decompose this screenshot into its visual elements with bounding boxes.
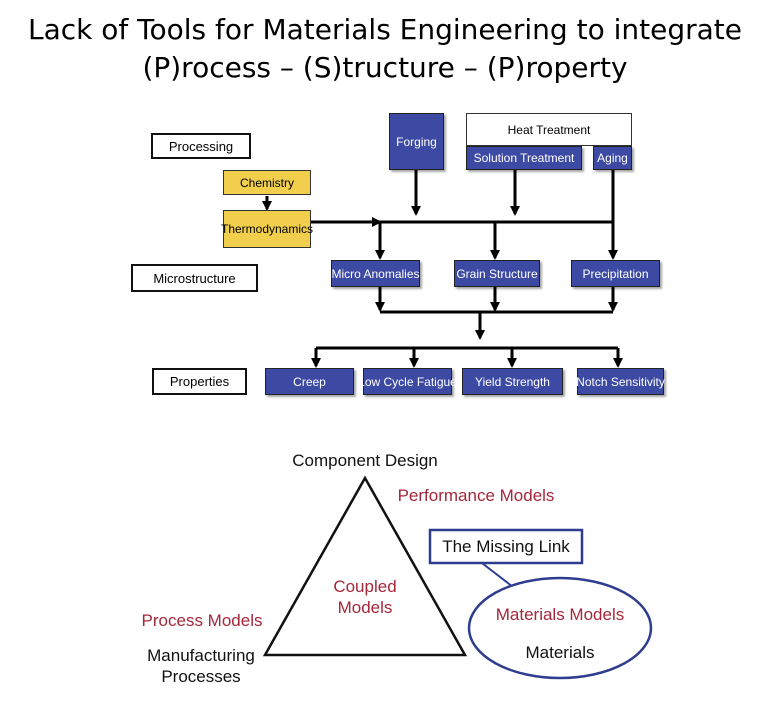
materials-models-label: Materials Models: [495, 605, 625, 624]
properties-label: Properties: [152, 368, 247, 395]
solution-treatment-box: Solution Treatment: [466, 146, 582, 170]
performance-models-label: Performance Models: [397, 486, 555, 505]
missing-link-connector: [477, 559, 514, 588]
chemistry-box: Chemistry: [223, 170, 311, 195]
component-design-label: Component Design: [292, 451, 438, 470]
process-models-label: Process Models: [141, 611, 263, 630]
heat-treatment-box: Heat Treatment: [466, 113, 632, 146]
coupled-models-line1: Coupled: [333, 577, 397, 596]
materials-ellipse: [467, 576, 653, 680]
materials-label: Materials: [525, 643, 595, 662]
micro-anomalies-box: Micro Anomalies: [331, 260, 420, 287]
notch-sensitivity-box: Notch Sensitivity: [576, 368, 665, 395]
low-cycle-fatigue-box: Low Cycle Fatigue: [358, 368, 457, 395]
coupled-models-triangle: [262, 475, 468, 657]
missing-link-label: The Missing Link: [442, 537, 570, 556]
creep-box: Creep: [265, 368, 354, 395]
forging-box: Forging: [389, 113, 444, 170]
missing-link-box-outline: [428, 528, 584, 565]
manufacturing-line2: Processes: [161, 667, 241, 686]
microstructure-label: Microstructure: [131, 264, 258, 292]
grain-structure-box: Grain Structure: [454, 260, 540, 287]
coupled-models-line2: Models: [337, 598, 393, 617]
processing-label: Processing: [151, 133, 251, 159]
title-line-2: (P)rocess – (S)tructure – (P)roperty: [142, 51, 628, 84]
title-line-1: Lack of Tools for Materials Engineering …: [28, 13, 742, 46]
thermodynamics-box: Thermodynamics: [221, 210, 313, 248]
yield-strength-box: Yield Strength: [462, 368, 563, 395]
precipitation-box: Precipitation: [571, 260, 660, 287]
manufacturing-line1: Manufacturing: [147, 646, 255, 665]
aging-box: Aging: [593, 146, 632, 170]
